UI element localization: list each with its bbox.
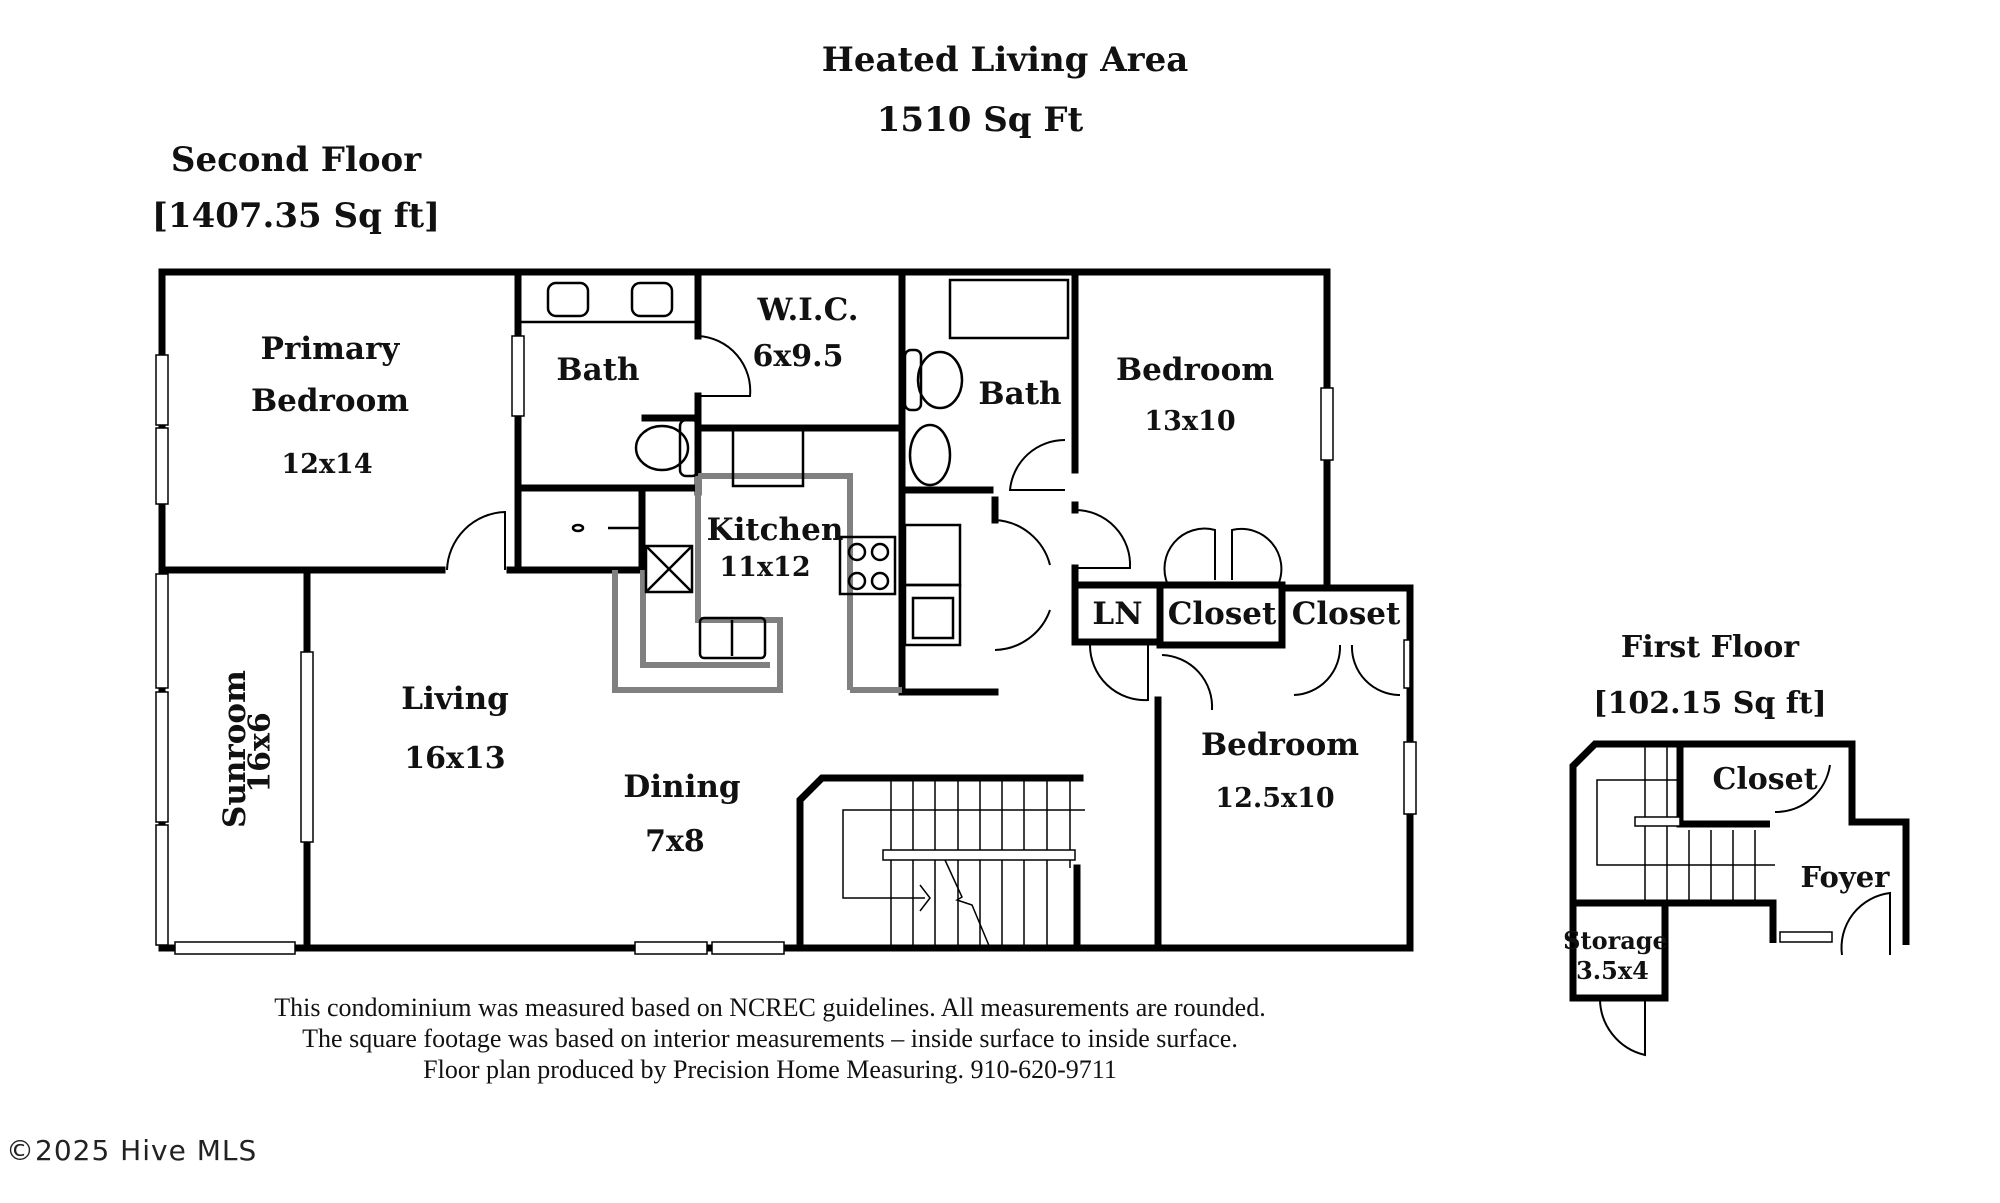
first-floor-area: [102.15 Sq ft] <box>1593 686 1827 721</box>
bedroom-3-label: Bedroom <box>1200 727 1360 763</box>
bedroom-2-dim: 13x10 <box>1144 406 1236 437</box>
copyright-watermark: ©2025 Hive MLS <box>6 1134 258 1167</box>
dining-label: Dining <box>623 769 741 805</box>
hall-bath-label: Bath <box>978 376 1062 412</box>
sunroom-dim: 16x6 <box>242 712 278 793</box>
wic-dim: 6x9.5 <box>752 339 844 374</box>
bedroom-2-label: Bedroom <box>1115 352 1275 388</box>
bedroom-3-dim: 12.5x10 <box>1215 783 1335 814</box>
primary-bedroom-label-line2: Bedroom <box>250 383 410 420</box>
storage-label: Storage <box>1563 926 1668 955</box>
closet-2-label: Closet <box>1291 596 1401 632</box>
staircase <box>842 778 1085 949</box>
wic-label: W.I.C. <box>757 292 859 328</box>
second-floor-title: Second Floor <box>170 140 422 180</box>
first-floor-title: First Floor <box>1620 630 1800 665</box>
doors <box>446 335 1401 711</box>
disclaimer-line-1: This condominium was measured based on N… <box>274 993 1266 1022</box>
disclaimer-line-2: The square footage was based on interior… <box>302 1024 1238 1053</box>
first-floor-closet-label: Closet <box>1712 762 1818 797</box>
kitchen-dim: 11x12 <box>719 552 811 583</box>
primary-bedroom-label: Primary Bedroom <box>240 332 420 418</box>
windows <box>155 335 1417 955</box>
dining-dim: 7x8 <box>645 824 705 859</box>
kitchen-label: Kitchen <box>706 512 844 548</box>
first-floor-walls <box>1569 740 1910 1002</box>
linen-closet-label: LN <box>1092 596 1143 632</box>
foyer-label: Foyer <box>1800 860 1890 894</box>
storage-dim: 3.5x4 <box>1576 956 1649 985</box>
primary-bedroom-label-line1: Primary <box>260 331 400 367</box>
first-floor-stairs <box>1596 744 1833 943</box>
second-floor-area: [1407.35 Sq ft] <box>151 196 441 236</box>
kitchen-counters <box>612 473 902 693</box>
living-dim: 16x13 <box>404 741 506 776</box>
heated-area-title: Heated Living Area <box>821 40 1189 80</box>
producer-credit: Floor plan produced by Precision Home Me… <box>423 1055 1117 1084</box>
first-floor-doors <box>1598 764 1891 1057</box>
primary-bath-label: Bath <box>556 352 640 388</box>
living-label: Living <box>401 681 509 717</box>
closet-1-label: Closet <box>1167 596 1277 632</box>
heated-area-total: 1510 Sq Ft <box>876 100 1084 140</box>
fixtures <box>518 278 1070 660</box>
primary-bedroom-dim: 12x14 <box>281 449 373 480</box>
